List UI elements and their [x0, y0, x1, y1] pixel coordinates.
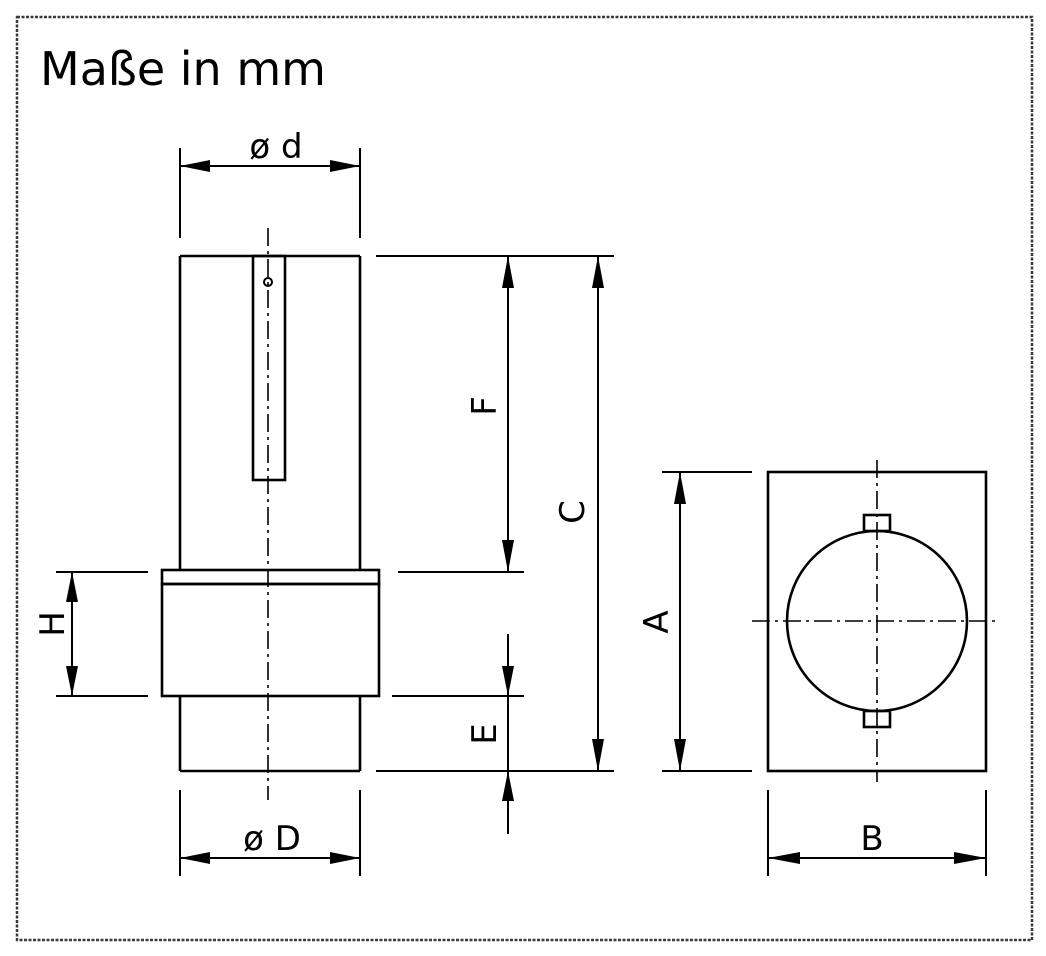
- dim-F-arrow-bottom: [502, 540, 514, 572]
- dim-C-arrow-top: [592, 256, 604, 288]
- dim-H-label: H: [33, 611, 73, 637]
- plate-top-view: [752, 460, 998, 782]
- dim-A-label: A: [637, 610, 677, 633]
- dim-D-label: ø D: [243, 819, 301, 859]
- pipe-slot: [251, 254, 287, 482]
- collar-sleeve: [160, 582, 381, 698]
- dimension-F: F: [465, 256, 514, 572]
- drawing-frame: [15, 15, 1034, 942]
- collar-rim: [160, 568, 381, 586]
- page-title: Maße in mm: [40, 42, 326, 96]
- dim-d-label: ø d: [249, 127, 302, 167]
- dim-F-arrow-top: [502, 256, 514, 288]
- dim-H-arrow-top: [66, 572, 78, 602]
- dimension-H: H: [33, 571, 148, 697]
- dim-C-arrow-bottom: [592, 739, 604, 771]
- dim-H-arrow-bottom: [66, 666, 78, 696]
- dim-A-arrow-top: [674, 472, 686, 504]
- pipe-side-view: [160, 228, 381, 800]
- dimension-A: A: [637, 471, 752, 772]
- dim-E-label: E: [465, 723, 505, 744]
- dim-d-arrow-right: [330, 160, 360, 172]
- dimension-d: ø d: [179, 127, 361, 238]
- dim-E-arrow-bottom: [502, 771, 514, 801]
- dimension-E: E: [465, 634, 514, 834]
- dim-F-label: F: [465, 396, 505, 416]
- dim-A-arrow-bottom: [674, 739, 686, 771]
- dim-d-arrow-left: [180, 160, 210, 172]
- dim-B-label: B: [860, 819, 883, 859]
- dim-C-label: C: [553, 500, 593, 524]
- dimension-D: ø D: [179, 790, 361, 876]
- dim-D-arrow-right: [330, 852, 360, 864]
- dimension-C: C: [553, 256, 604, 771]
- dimension-B: B: [767, 790, 987, 876]
- dim-E-arrow-top: [502, 666, 514, 696]
- dim-B-arrow-left: [768, 852, 800, 864]
- dim-B-arrow-right: [954, 852, 986, 864]
- dim-D-arrow-left: [180, 852, 210, 864]
